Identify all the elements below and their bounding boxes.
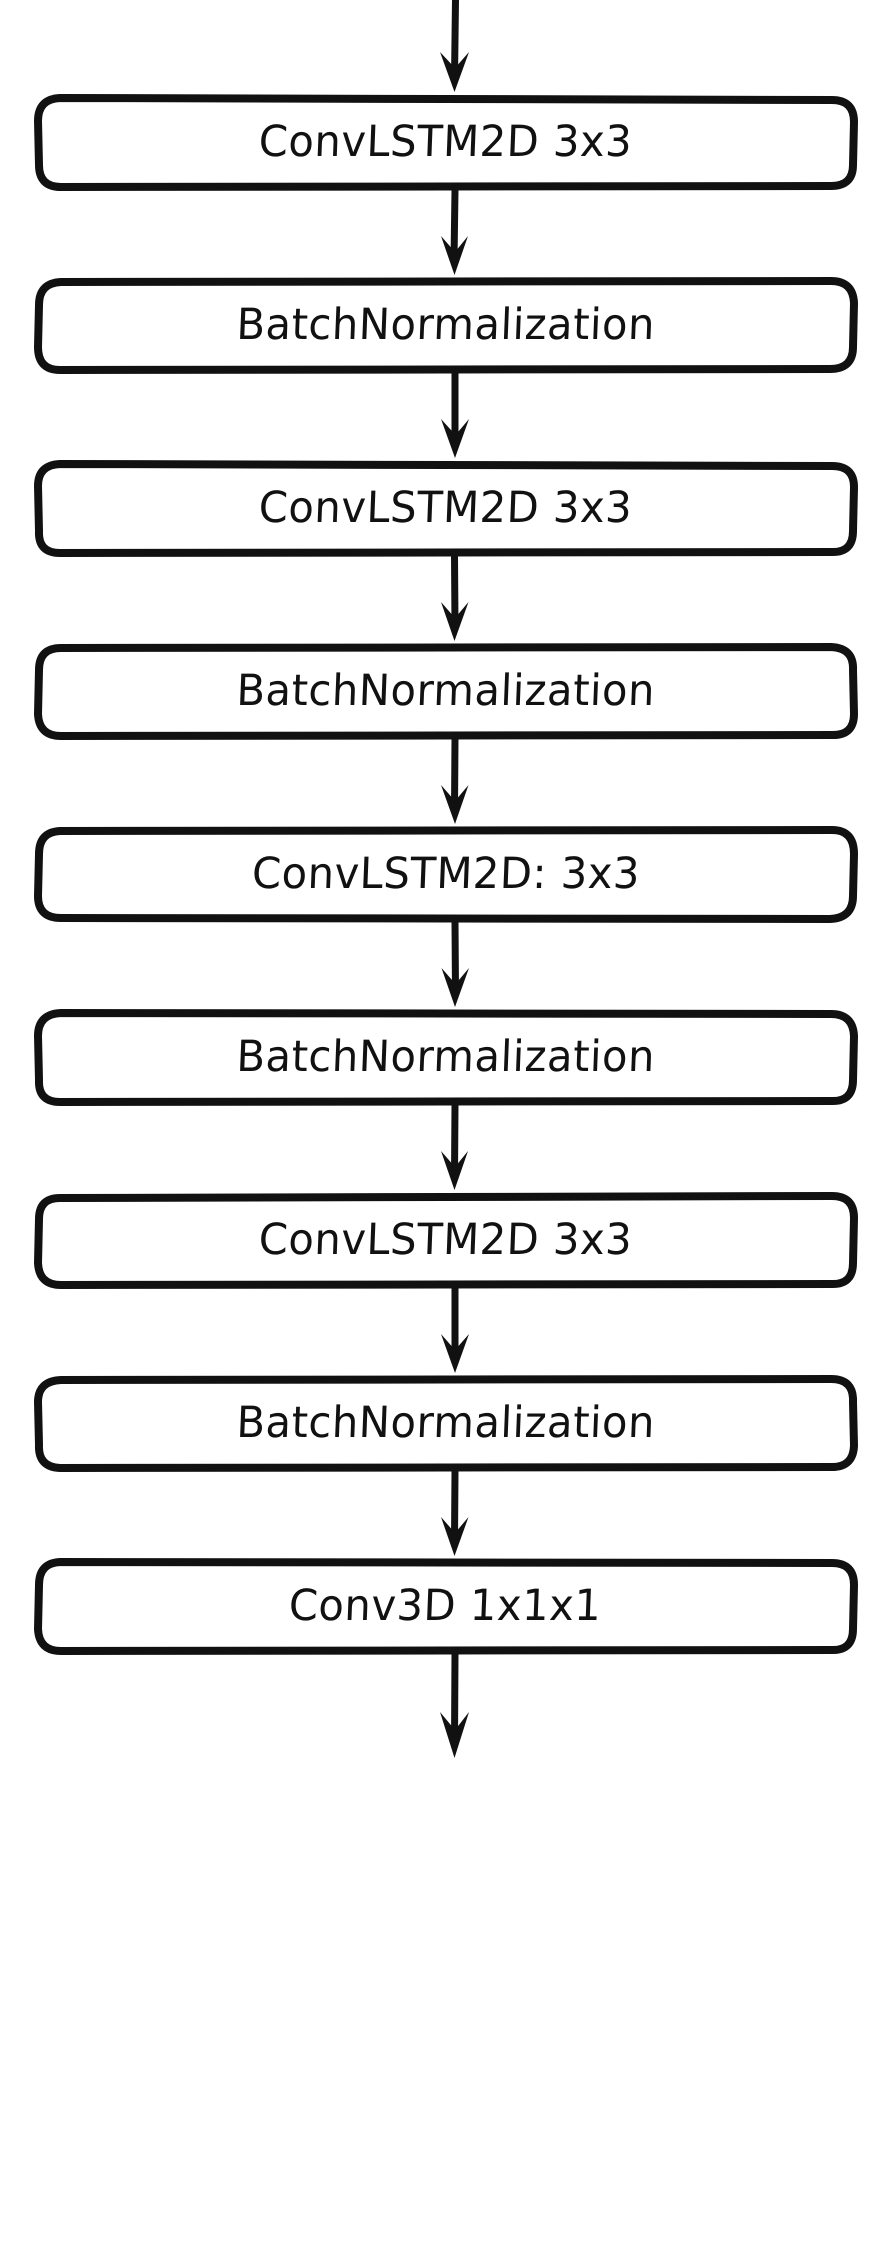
node-label: ConvLSTM2D 3x3 — [257, 1215, 634, 1265]
node-label: ConvLSTM2D 3x3 — [257, 117, 634, 167]
node-convlstm2d-2[interactable]: ConvLSTM2D 3x3 — [33, 460, 858, 557]
node-batchnormalization-1[interactable]: BatchNormalization — [33, 277, 858, 374]
node-label: BatchNormalization — [235, 666, 656, 716]
node-label: ConvLSTM2D 3x3 — [257, 483, 634, 533]
input-arrow — [0, 0, 891, 95]
edge-arrow-3 — [0, 555, 891, 644]
node-label: BatchNormalization — [235, 300, 656, 350]
edge-arrow-7 — [0, 1288, 891, 1376]
node-batchnormalization-4[interactable]: BatchNormalization — [33, 1375, 858, 1472]
node-batchnormalization-3[interactable]: BatchNormalization — [33, 1009, 858, 1106]
edge-arrow-4 — [0, 738, 891, 827]
edge-arrow-8 — [0, 1470, 891, 1559]
node-convlstm2d-1[interactable]: ConvLSTM2D 3x3 — [33, 94, 858, 191]
node-convlstm2d-3[interactable]: ConvLSTM2D: 3x3 — [33, 826, 858, 923]
node-label: ConvLSTM2D: 3x3 — [250, 849, 641, 899]
node-label: BatchNormalization — [235, 1398, 656, 1448]
node-label: Conv3D 1x1x1 — [288, 1581, 603, 1631]
output-arrow — [0, 1653, 891, 1764]
edge-arrow-2 — [0, 373, 891, 461]
node-conv3d[interactable]: Conv3D 1x1x1 — [33, 1558, 858, 1655]
node-convlstm2d-4[interactable]: ConvLSTM2D 3x3 — [33, 1192, 858, 1289]
edge-arrow-5 — [0, 921, 891, 1010]
edge-arrow-1 — [0, 189, 891, 278]
edge-arrow-6 — [0, 1104, 891, 1193]
node-label: BatchNormalization — [235, 1032, 656, 1082]
node-batchnormalization-2[interactable]: BatchNormalization — [33, 643, 858, 740]
